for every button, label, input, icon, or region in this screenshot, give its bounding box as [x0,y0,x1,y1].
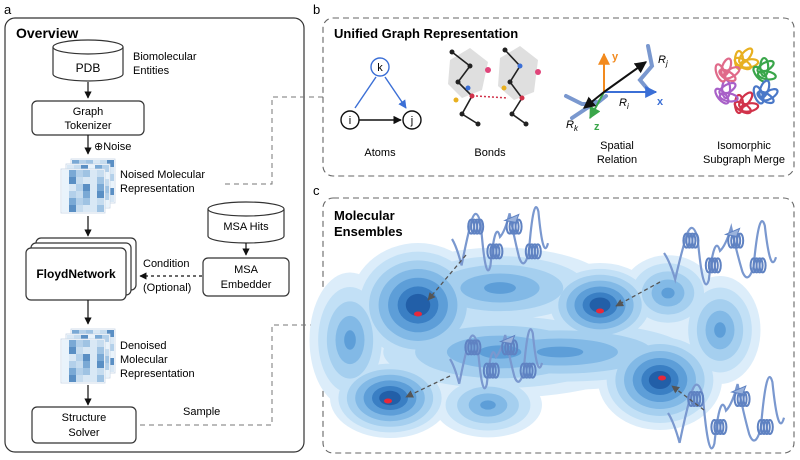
floydnetwork-stack [25,237,137,301]
isomorphic-label-line2: Subgraph Merge [703,154,785,166]
energy-minima-markers [384,308,666,404]
panel-a: a Overview PDB Biomolecular Entities Gra… [4,2,305,453]
vector-to-rk [583,91,605,109]
axis-x-label: x [657,96,664,108]
panel-a-frame [4,17,305,453]
sample-label: Sample [183,406,220,418]
noised-label-line1: Noised Molecular [120,169,205,181]
edge-k-i [354,76,377,109]
node-j [402,110,422,130]
arrow-protein2-to-minimum2 [615,281,661,307]
pdb-label: PDB [76,61,101,75]
noised-representation-matrix-icon [60,158,116,214]
graph-tokenizer-line2: Tokenizer [64,120,111,132]
denoised-representation-matrix-icon [60,328,116,384]
bonds-label: Bonds [474,147,506,159]
isomorphic-label-line1: Isomorphic [717,140,771,152]
panel-b: b Unified Graph Representation k i j Ato… [313,2,795,177]
panel-a-title: Overview [16,25,78,41]
bonds-molecule-icon [448,46,541,127]
spatial-label-line1: Spatial [600,140,634,152]
biomolecular-label-line1: Biomolecular [133,51,197,63]
node-j-label: j [410,115,413,127]
panel-a-letter: a [4,2,12,17]
conformation-arrows [405,254,705,411]
vector-to-rj [603,61,647,93]
msa-embedder-line2: Embedder [221,279,272,291]
structure-solver-line1: Structure [62,412,107,424]
noise-label: ⊕Noise [94,141,131,153]
denoised-label-line3: Representation [120,368,195,380]
panel-connectors [140,96,323,426]
pdb-database-icon [52,39,124,82]
arrow-protein3-to-minimum3 [405,375,451,398]
denoised-label-line2: Molecular [120,354,168,366]
connector-solver-to-panel-c [140,324,323,426]
rj-label: Rj [658,54,668,68]
atoms-graph-diagram: k i j [340,57,422,130]
panel-c-letter: c [313,183,320,198]
arrow-protein1-to-minimum1 [427,254,467,301]
panel-c-title-line1: Molecular [334,208,395,223]
axis-z-arrow [589,91,605,120]
panel-b-frame [322,17,795,177]
msa-embedder-line1: MSA [234,264,259,276]
denoised-label-line1: Denoised [120,340,166,352]
edge-k-j [384,76,407,109]
node-k [370,57,390,77]
panel-c-title-line2: Ensembles [334,224,403,239]
node-i [340,110,360,130]
energy-landscape-contours [309,243,761,438]
panel-c: c Molecular Ensembles [309,183,795,454]
protein-conformations [449,206,786,450]
residue-j-stick [637,44,655,94]
graph-tokenizer-line1: Graph [73,106,104,118]
node-i-label: i [349,115,351,127]
msa-embedder-box [202,257,290,297]
floydnetwork-label: FloydNetwork [36,267,116,281]
structure-solver-line2: Solver [68,427,100,439]
biomolecular-label-line2: Entities [133,65,170,77]
optional-label: (Optional) [143,282,191,294]
atoms-label: Atoms [364,147,396,159]
axis-y-label: y [612,51,619,63]
spatial-relation-diagram: y x z Rj Ri Rk [564,44,668,133]
connector-noised-to-panel-b [225,96,323,185]
structure-solver-box [31,406,137,444]
isomorphic-ring-complex-icon [714,47,779,115]
condition-label: Condition [143,258,189,270]
msa-hits-label: MSA Hits [223,221,269,233]
panel-b-letter: b [313,2,320,17]
node-k-label: k [377,62,383,74]
axis-z-label: z [594,121,600,133]
noised-label-line2: Representation [120,183,195,195]
spatial-label-line2: Relation [597,154,637,166]
panel-b-title: Unified Graph Representation [334,26,518,41]
ri-label: Ri [619,97,629,111]
rk-label: Rk [566,119,579,133]
